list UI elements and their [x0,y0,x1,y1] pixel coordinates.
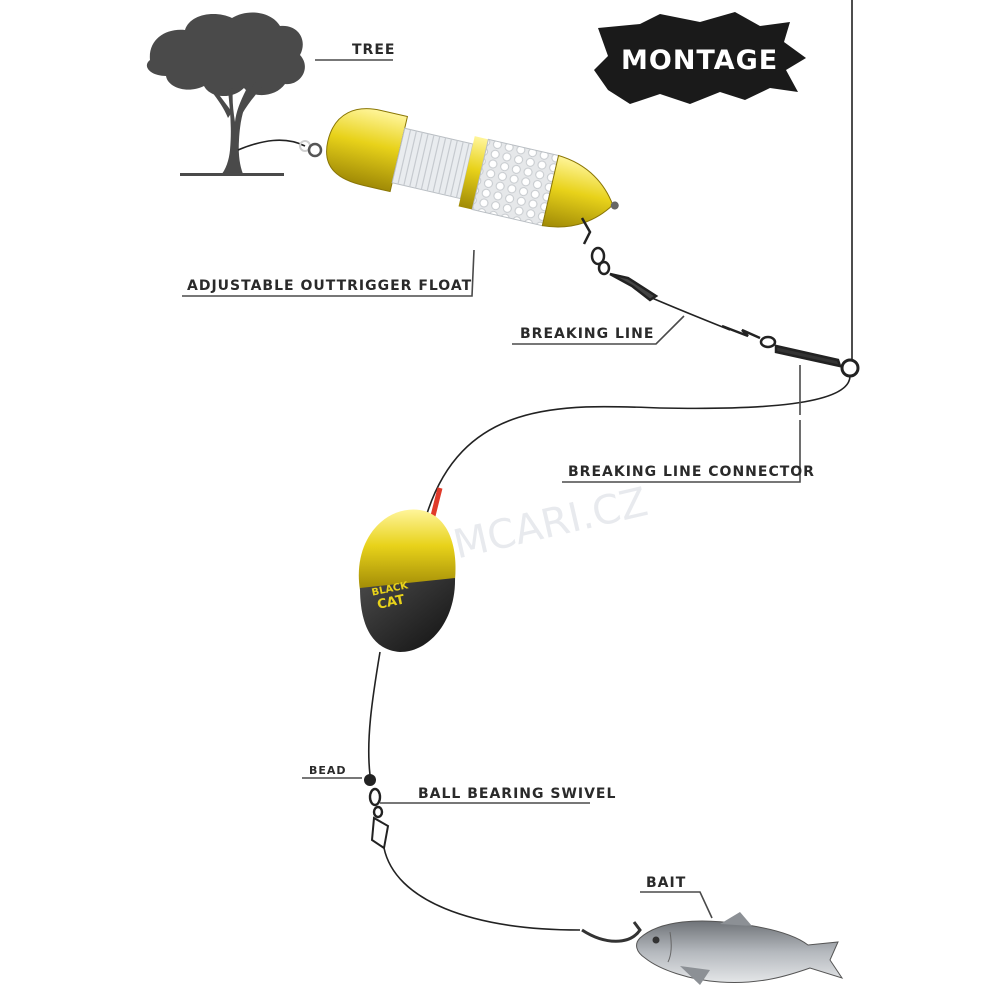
swivel-icon [368,787,390,850]
label-ball-bearing-swivel: BALL BEARING SWIVEL [418,786,616,802]
breaking-line [651,297,731,331]
bobber-float: BLACK CAT [358,487,456,652]
title-splash [594,12,806,104]
bait-line [383,847,581,931]
breaking-line-snap-icon [721,324,842,368]
tree-icon [146,12,305,176]
leader-line [367,651,381,776]
outrigger-float [326,108,619,228]
hook-icon [581,921,642,943]
title-badge: MONTAGE [594,12,806,104]
bead-icon [364,774,376,786]
bobber-logo-cat: CAT [376,592,406,612]
float-swivel-icon [580,217,659,302]
title: MONTAGE [621,45,778,76]
label-bead: BEAD [309,764,347,777]
label-bait: BAIT [646,875,686,891]
label-outrigger-float: ADJUSTABLE OUTTRIGGER FLOAT [187,278,472,294]
main-line-lower [424,375,851,521]
label-breaking-line: BREAKING LINE [520,326,654,342]
connector-ring [840,358,860,378]
label-breaking-line-connector: BREAKING LINE CONNECTOR [568,464,815,480]
label-tree: TREE [352,42,395,58]
bait-fish [636,912,844,985]
